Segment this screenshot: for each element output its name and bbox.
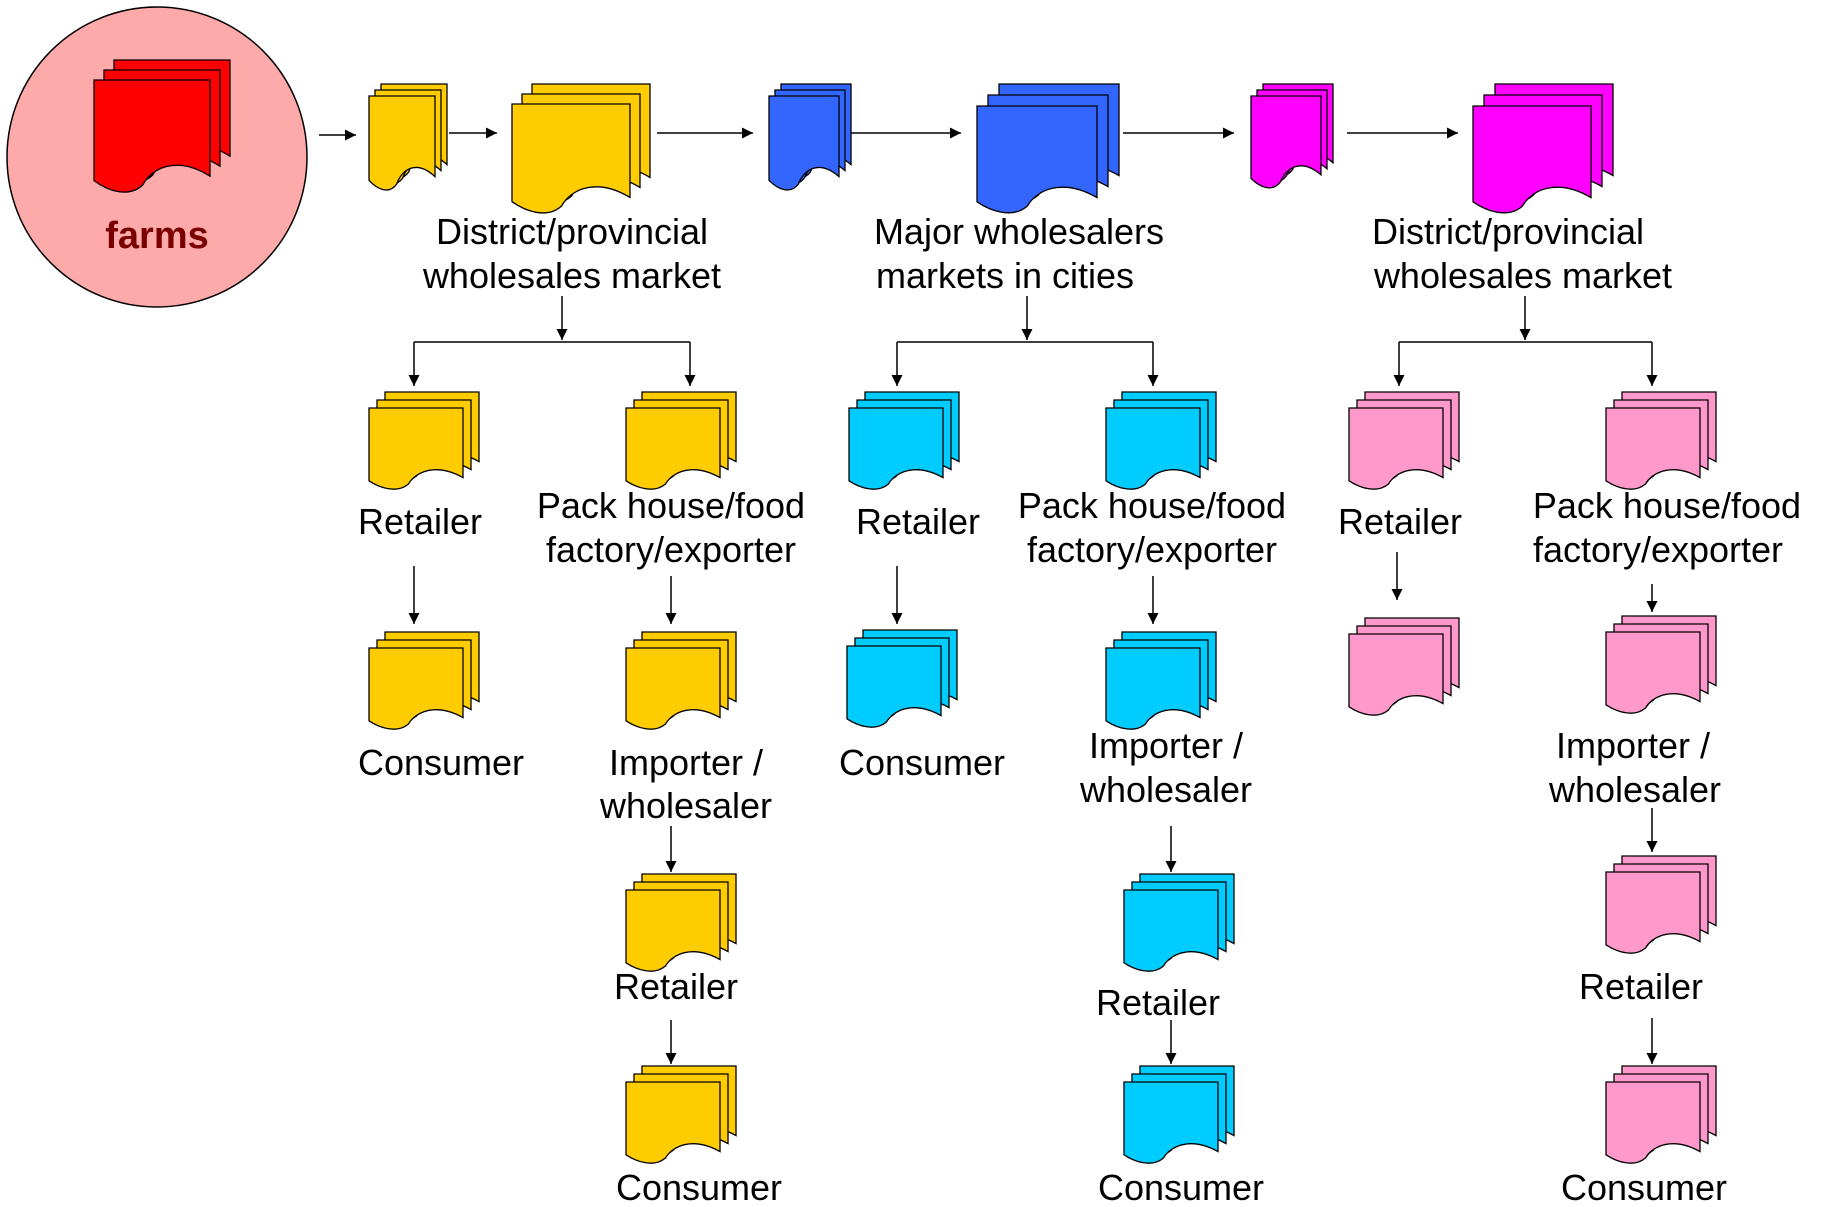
chain-2-processor-documents-icon (1105, 391, 1217, 490)
chain-2-split-connector (891, 296, 1159, 386)
document-sheet (1123, 889, 1219, 972)
chain-1-retailer-2-label: Retailer (614, 966, 738, 1007)
chain-2-retailer-documents-icon (848, 391, 960, 490)
chain-1-importer-documents-icon (625, 631, 737, 730)
document-sheet (1605, 1081, 1701, 1164)
chain-1-market-documents-icon (511, 83, 651, 214)
document-sheet (1105, 407, 1201, 490)
chain-2-retailer-label: Retailer (856, 501, 980, 542)
chain-3-small-documents-icon (1250, 83, 1334, 189)
chain-2-consumer-label: Consumer (839, 742, 1005, 783)
document-sheet (625, 1081, 721, 1164)
chain-2-small-documents-icon (768, 83, 852, 191)
chain-1-retailer-documents-icon (368, 391, 480, 490)
chain-1-processor-documents-icon (625, 391, 737, 490)
chain-2-retailer-2-label: Retailer (1096, 982, 1220, 1023)
chain-3-split-connector (1393, 296, 1658, 386)
document-sheet (1250, 95, 1322, 189)
document-sheet (1605, 871, 1701, 954)
document-sheet (625, 407, 721, 490)
chain-3-importer-label-line-1: Importer / (1556, 725, 1710, 766)
chain-1-retailer-label: Retailer (358, 501, 482, 542)
chain-1-importer-label-line-1: Importer / (609, 742, 763, 783)
document-sheet (625, 647, 721, 730)
chain-3-retailer-2-documents-icon (1605, 855, 1717, 954)
chain-3-consumer-2-documents-icon (1605, 1065, 1717, 1164)
document-sheet (368, 95, 436, 191)
chain-2-market-label-line-1: Major wholesalers (874, 211, 1164, 252)
chain-2-market-label-line-2: markets in cities (876, 255, 1134, 296)
farm-documents-icon (93, 59, 231, 193)
chain-2-importer-documents-icon (1105, 631, 1217, 730)
chain-2-processor-label-line-1: Pack house/food (1018, 485, 1286, 526)
document-sheet (1605, 407, 1701, 490)
chain-2-retailer-2-documents-icon (1123, 873, 1235, 972)
chain-1-small-documents-icon (368, 83, 448, 191)
chain-3-retailer-label: Retailer (1338, 501, 1462, 542)
chain-2-consumer-2-documents-icon (1123, 1065, 1235, 1164)
chain-3-retailer-2-label: Retailer (1579, 966, 1703, 1007)
document-sheet (848, 407, 944, 490)
document-sheet (1123, 1081, 1219, 1164)
chain-2-processor-label-line-2: factory/exporter (1027, 529, 1277, 570)
document-sheet (93, 79, 211, 193)
chain-2-importer-label-line-2: wholesaler (1079, 769, 1252, 810)
chain-3-importer-label-line-2: wholesaler (1548, 769, 1721, 810)
chain-2-consumer-documents-icon (846, 629, 958, 728)
document-sheet (846, 645, 942, 728)
document-sheet (976, 105, 1098, 214)
chain-1-split-connector (408, 296, 696, 386)
farm-label: farms (105, 215, 209, 257)
chain-1-consumer-label: Consumer (358, 742, 524, 783)
document-sheet (768, 95, 840, 191)
document-sheet (511, 103, 631, 214)
chain-3-market-label-line-1: District/provincial (1372, 211, 1644, 252)
chain-3-importer-documents-icon (1605, 615, 1717, 714)
document-sheet (1472, 105, 1592, 214)
chain-2-importer-label-line-1: Importer / (1089, 725, 1243, 766)
document-sheet (368, 407, 464, 490)
chain-1-consumer-2-documents-icon (625, 1065, 737, 1164)
chain-2-consumer-2-label: Consumer (1098, 1167, 1264, 1207)
document-sheet (1105, 647, 1201, 730)
chain-1-consumer-2-label: Consumer (616, 1167, 782, 1207)
document-sheet (1605, 631, 1701, 714)
document-sheet (1348, 407, 1444, 490)
chain-3-end-documents-icon (1348, 617, 1460, 716)
document-sheet (368, 647, 464, 730)
chain-1-consumer-documents-icon (368, 631, 480, 730)
chain-3-retailer-documents-icon (1348, 391, 1460, 490)
chain-1-importer-label-line-2: wholesaler (599, 785, 772, 826)
chain-3-processor-label-line-2: factory/exporter (1533, 529, 1783, 570)
chain-3-market-documents-icon (1472, 83, 1614, 214)
document-sheet (625, 889, 721, 972)
chain-1-retailer-2-documents-icon (625, 873, 737, 972)
chain-1-processor-label-line-2: factory/exporter (546, 529, 796, 570)
chain-1-processor-label-line-1: Pack house/food (537, 485, 805, 526)
chain-1-market-label-line-1: District/provincial (436, 211, 708, 252)
chain-2-market-documents-icon (976, 83, 1120, 214)
document-sheet (1348, 633, 1444, 716)
chain-3-consumer-2-label: Consumer (1561, 1167, 1727, 1207)
chain-3-market-label-line-2: wholesales market (1373, 255, 1672, 296)
chain-1-market-label-line-2: wholesales market (422, 255, 721, 296)
chain-3-processor-documents-icon (1605, 391, 1717, 490)
chain-3-processor-label-line-1: Pack house/food (1533, 485, 1801, 526)
